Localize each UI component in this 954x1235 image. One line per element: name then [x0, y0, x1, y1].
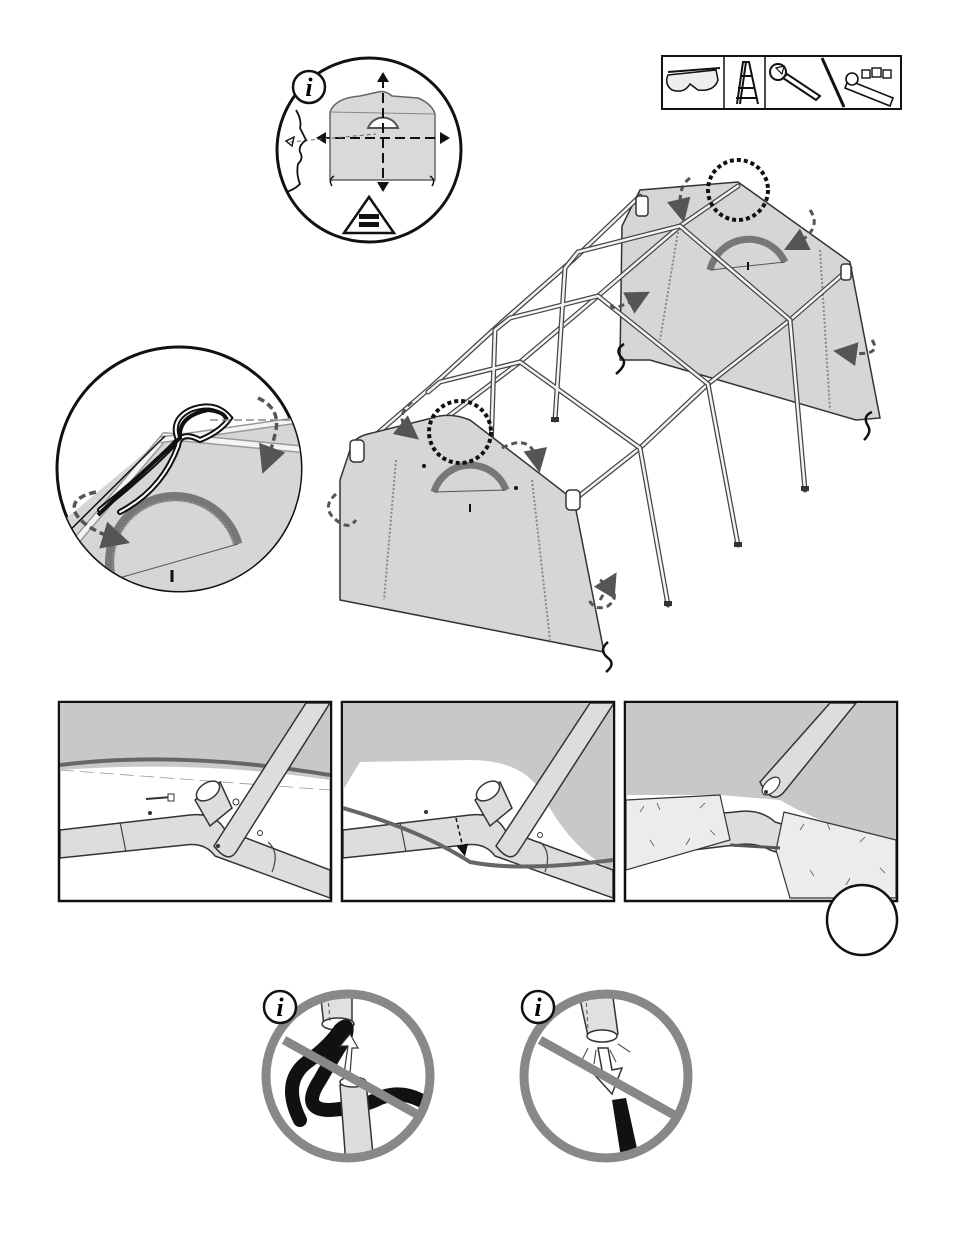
front-end-panel — [340, 415, 604, 652]
info-icon: i — [264, 991, 296, 1023]
info-icon: i — [293, 71, 325, 103]
rear-end-panel — [620, 182, 880, 420]
corner-detail-magnified — [40, 347, 310, 620]
shelter-frame-assembly — [328, 160, 880, 672]
step-panel-1 — [59, 702, 331, 901]
step-number-circle — [827, 885, 897, 955]
info-icon: i — [522, 991, 554, 1023]
required-tools-box — [662, 56, 901, 109]
step-panel-3 — [625, 702, 897, 955]
step-panel-2 — [342, 702, 614, 901]
info-glyph: i — [276, 993, 284, 1022]
info-glyph: i — [305, 73, 313, 102]
info-glyph: i — [534, 993, 542, 1022]
